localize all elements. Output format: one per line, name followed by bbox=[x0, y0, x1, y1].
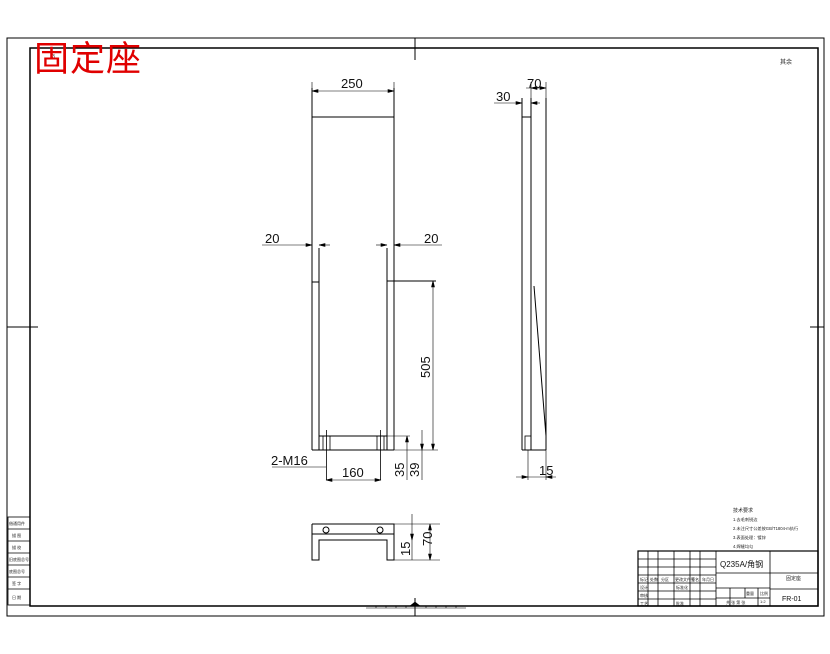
note-line-3: 3.表面处理：镀锌 bbox=[733, 534, 767, 541]
left-strip-5: 底图总号 bbox=[9, 568, 25, 574]
top-view bbox=[311, 523, 395, 561]
note-line-2: 2.未注尺寸公差按GB/T1804-m执行 bbox=[733, 525, 798, 532]
left-thickness-label: 20 bbox=[265, 231, 279, 246]
note-line-1: 1.去毛刺锐边 bbox=[733, 516, 758, 523]
sheet-marker: 3 bbox=[52, 54, 55, 60]
centering-marks bbox=[7, 38, 824, 616]
front-width-label: 250 bbox=[341, 76, 363, 91]
header-cell-5: 签名 bbox=[691, 576, 699, 582]
part-number-text: FR-01 bbox=[782, 596, 802, 603]
outer-frame bbox=[6, 37, 825, 617]
hole-spacing-label: 160 bbox=[342, 465, 364, 480]
weight-label: 重量 bbox=[746, 590, 754, 596]
left-strip bbox=[7, 516, 31, 606]
sheet-label: 共 张 第 张 bbox=[726, 599, 745, 605]
header-cell-6: 年月日 bbox=[702, 576, 714, 582]
top-dimensions bbox=[394, 514, 440, 561]
top-height-label: 70 bbox=[420, 532, 435, 546]
row-label-design: 设计 bbox=[640, 584, 648, 590]
material-text: Q235A/角钢 bbox=[720, 559, 763, 569]
note-line-4: 4.焊缝均匀 bbox=[733, 543, 753, 550]
left-strip-1: 借通用件 bbox=[9, 520, 25, 526]
row-label-review: 审核 bbox=[640, 592, 648, 598]
height-label: 505 bbox=[418, 356, 433, 378]
header-cell-1: 标记 bbox=[640, 576, 648, 582]
corner-note: 其余 bbox=[780, 58, 792, 66]
left-strip-2: 描 图 bbox=[12, 532, 21, 538]
std-label: 标准化 bbox=[676, 584, 688, 590]
inner-frame bbox=[29, 47, 819, 607]
bolt-holes bbox=[322, 430, 385, 480]
scale-label: 比例 bbox=[760, 590, 768, 596]
header-cell-3: 分区 bbox=[661, 576, 669, 582]
part-name-text: 固定座 bbox=[786, 575, 801, 582]
bottom-ruler bbox=[366, 601, 466, 609]
row-label-approve: 批准 bbox=[676, 600, 684, 606]
title-block bbox=[637, 550, 819, 607]
side-dimensions bbox=[494, 82, 556, 480]
side-offset-label: 30 bbox=[496, 89, 510, 104]
side-view bbox=[521, 98, 547, 451]
notes-heading: 技术要求 bbox=[733, 507, 753, 514]
left-strip-6: 签 字 bbox=[12, 580, 21, 586]
dim-35-label: 35 bbox=[392, 463, 407, 477]
header-cell-4: 更改文件号 bbox=[675, 576, 695, 582]
left-strip-3: 描 校 bbox=[12, 544, 21, 550]
hole-label: 2-M16 bbox=[271, 453, 308, 468]
front-dimensions bbox=[262, 82, 442, 482]
header-cell-2: 处数 bbox=[650, 576, 658, 582]
technical-notes: 技术要求 1.去毛刺锐边 2.未注尺寸公差按GB/T1804-m执行 3.表面处… bbox=[733, 507, 798, 550]
row-label-process: 工艺 bbox=[640, 601, 648, 606]
left-strip-4: 旧底图总号 bbox=[9, 556, 29, 562]
left-strip-7: 日 期 bbox=[12, 594, 21, 600]
side-bottom-label: 15 bbox=[539, 463, 553, 478]
front-view bbox=[311, 88, 436, 451]
side-width-label: 70 bbox=[527, 76, 541, 91]
right-thickness-label: 20 bbox=[424, 231, 438, 246]
drawing-title-stamp: 固定座 bbox=[34, 40, 143, 80]
dim-39-label: 39 bbox=[407, 463, 422, 477]
weight-value: 1:2 bbox=[760, 599, 766, 604]
top-thickness-label: 15 bbox=[398, 542, 413, 556]
